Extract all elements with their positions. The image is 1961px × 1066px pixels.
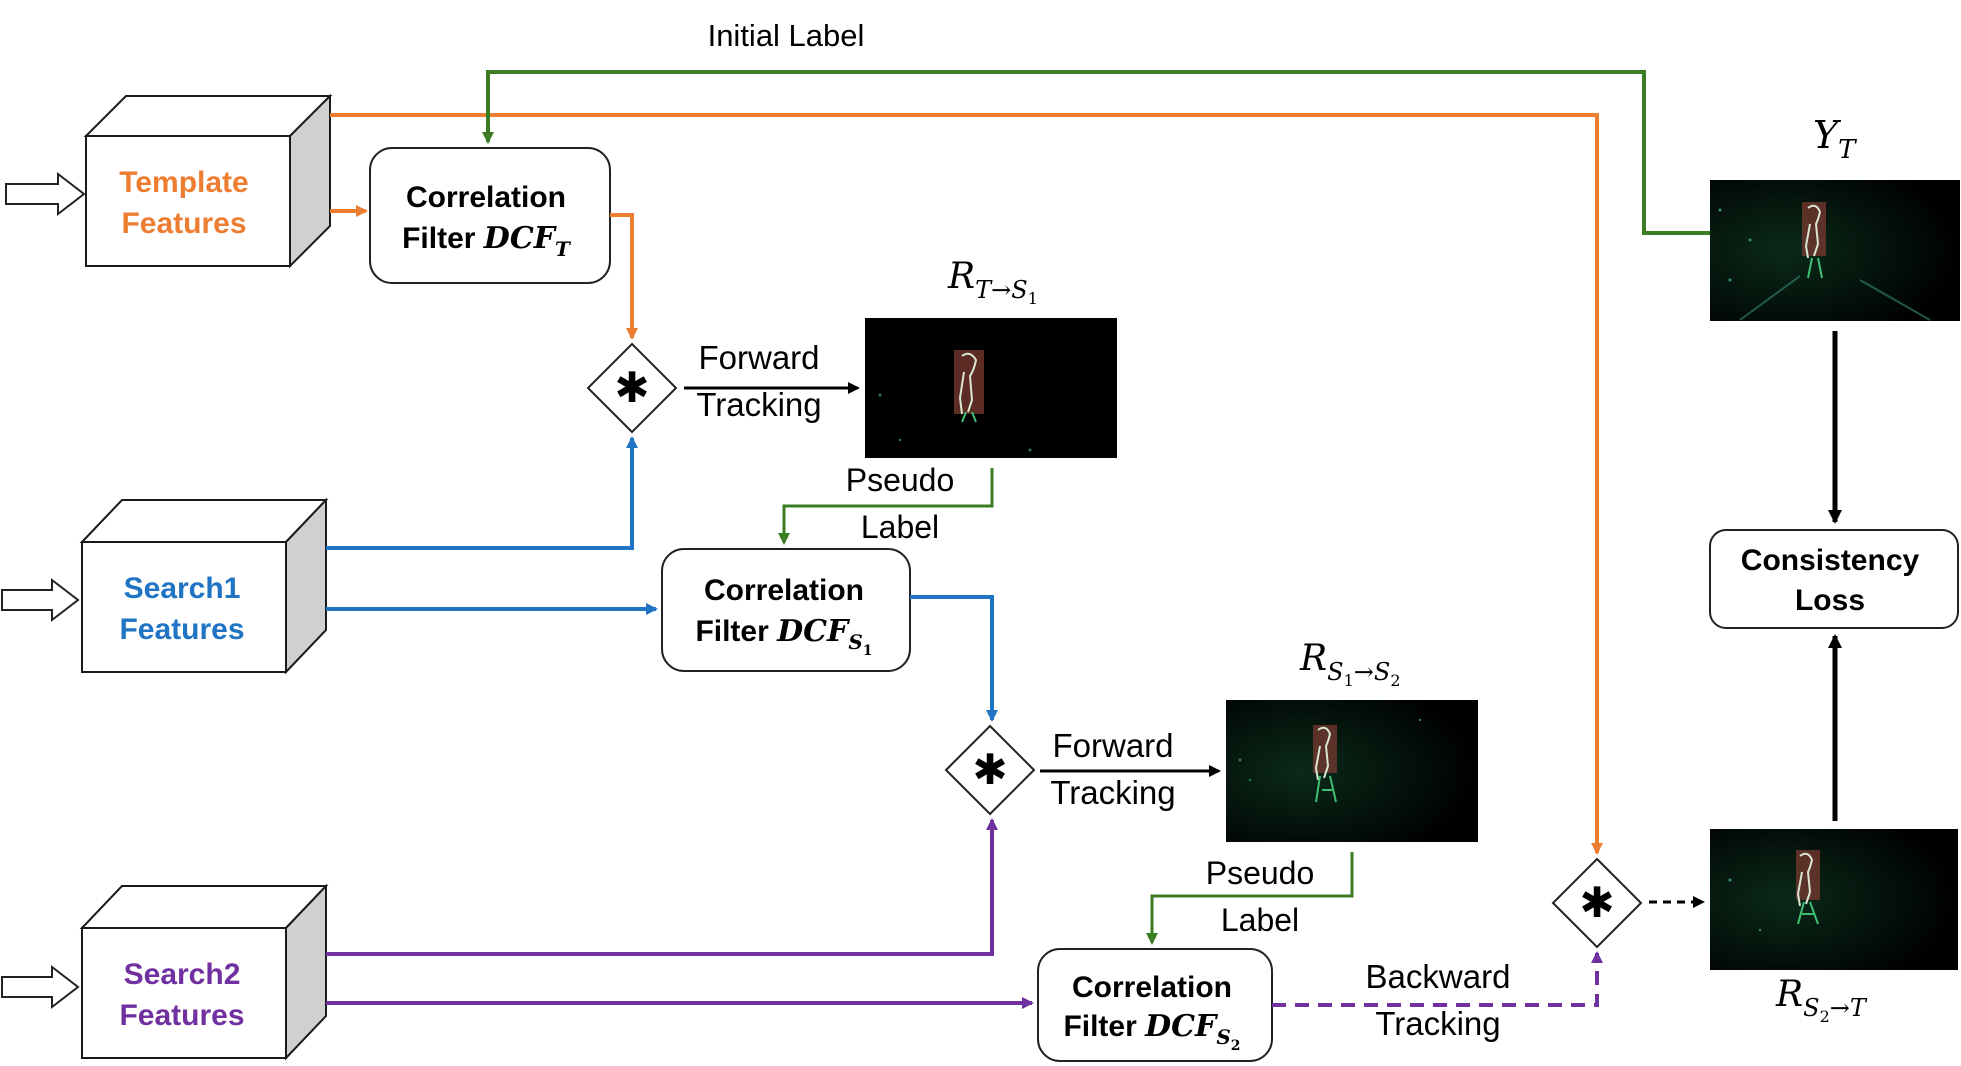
pseudo-label-2-line1: Pseudo xyxy=(1206,855,1315,891)
pseudo-label-2-line2: Label xyxy=(1221,902,1299,938)
pseudo-label-1-line2: Label xyxy=(861,509,939,545)
correlation-filter-t: Correlation Filter DCFT xyxy=(369,147,611,284)
response-map-s1-s2 xyxy=(1226,700,1478,842)
search2-features-label: Search2 xyxy=(124,958,241,991)
filter-s2-line2: Filter DCFS2 xyxy=(1063,1009,1240,1054)
input-arrow-search1 xyxy=(1,577,80,623)
search1-features-label-2: Features xyxy=(119,613,244,646)
search1-flow xyxy=(326,436,998,722)
operator-symbol-3: ✱ xyxy=(1579,879,1614,926)
search1-features-block: Search1 Features xyxy=(79,497,329,675)
label-r-s1-s2: RS1→S2 xyxy=(1299,638,1401,690)
consistency-loss-line1: Consistency xyxy=(1741,544,1920,577)
filter-s1-line2: Filter DCFS1 xyxy=(695,614,872,659)
tracking-arrows xyxy=(684,331,1842,908)
response-map-y-t xyxy=(1710,180,1960,321)
filter-s2-line1: Correlation xyxy=(1072,971,1232,1004)
label-r-t-s1: RT→S1 xyxy=(947,256,1038,308)
pseudo-label-1-line1: Pseudo xyxy=(846,462,955,498)
correlation-operator-1: ✱ xyxy=(586,342,678,434)
template-features-label: Template xyxy=(119,166,248,199)
label-flow xyxy=(482,70,1710,945)
search2-features-block: Search2 Features xyxy=(79,883,329,1061)
operator-symbol-1: ✱ xyxy=(614,364,649,411)
label-y-t: YT xyxy=(1813,113,1857,165)
consistency-loss-line2: Loss xyxy=(1795,584,1865,617)
filter-t-line2: Filter DCFT xyxy=(402,221,572,261)
correlation-operator-2: ✱ xyxy=(944,724,1036,816)
template-features-block: Template Features xyxy=(83,93,333,269)
template-flow xyxy=(330,113,1603,855)
filter-s1-line1: Correlation xyxy=(704,574,864,607)
input-arrow-search2 xyxy=(1,964,80,1010)
correlation-operator-3: ✱ xyxy=(1551,857,1643,949)
template-features-label-2: Features xyxy=(121,207,246,240)
filter-t-line1: Correlation xyxy=(406,181,566,214)
forward-tracking-1-line1: Forward xyxy=(698,339,819,376)
correlation-filter-s1: Correlation Filter DCFS1 xyxy=(661,548,911,672)
forward-tracking-1-line2: Tracking xyxy=(696,386,821,423)
label-r-s2-t: RS2→T xyxy=(1775,974,1868,1026)
response-map-s2-t xyxy=(1710,829,1958,970)
correlation-filter-s2: Correlation Filter DCFS2 xyxy=(1037,948,1273,1062)
backward-tracking-line1: Backward xyxy=(1366,958,1511,995)
initial-label-text: Initial Label xyxy=(708,18,865,53)
input-arrow-template xyxy=(5,171,86,217)
forward-tracking-2-line2: Tracking xyxy=(1050,774,1175,811)
response-map-t-s1 xyxy=(865,318,1117,458)
backward-tracking-line2: Tracking xyxy=(1375,1005,1500,1042)
forward-tracking-2-line1: Forward xyxy=(1052,727,1173,764)
search1-features-label: Search1 xyxy=(124,572,241,605)
search2-features-label-2: Features xyxy=(119,999,244,1032)
search2-flow xyxy=(326,818,1603,1009)
operator-symbol-2: ✱ xyxy=(972,746,1007,793)
consistency-loss-box: Consistency Loss xyxy=(1709,529,1959,629)
